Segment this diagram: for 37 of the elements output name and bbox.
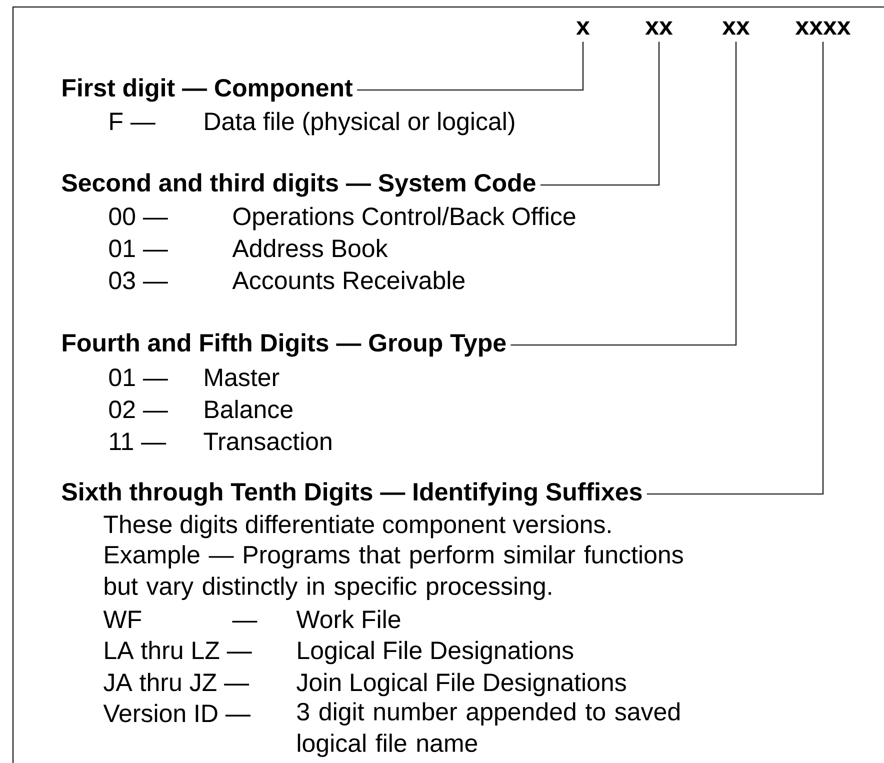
code-letters: xx bbox=[722, 21, 750, 35]
item-text: 11 — bbox=[110, 432, 166, 450]
code-letters: xx bbox=[645, 21, 673, 35]
item-text: 02 — bbox=[109, 400, 168, 418]
leader-line bbox=[357, 42, 584, 91]
section-heading: Second and third digits — System Code bbox=[62, 173, 536, 197]
item-text: JA thru JZ — bbox=[104, 672, 250, 692]
item-text: Logical File Designations bbox=[298, 640, 574, 664]
item-text: Join Logical File Designations bbox=[296, 672, 626, 696]
section-heading: First digit — Component bbox=[62, 78, 353, 102]
item-text: Address Book bbox=[232, 238, 388, 258]
leader-line bbox=[646, 42, 824, 495]
item-text: Accounts Receivable bbox=[232, 270, 464, 290]
section-heading: Fourth and Fifth Digits — Group Type bbox=[62, 333, 506, 357]
description-text: 3 digit number appended to saved logical file name bbox=[297, 702, 680, 757]
item-text: LA thru LZ — bbox=[105, 640, 252, 660]
code-letters: x bbox=[576, 21, 590, 35]
item-text: Version ID — bbox=[103, 704, 250, 722]
item-text: — bbox=[232, 620, 258, 622]
item-text: Work File bbox=[296, 610, 400, 628]
description-text: Example — Programs that perform similar functions but vary distinctly in specific processing. bbox=[104, 545, 683, 600]
leader-line bbox=[540, 42, 660, 186]
item-text: 01 — bbox=[109, 240, 168, 258]
item-text: 03 — bbox=[109, 272, 168, 290]
code-letters: xxxx bbox=[795, 21, 851, 35]
item-text: 01 — bbox=[109, 368, 168, 386]
item-text: Data file (physical or logical) bbox=[205, 112, 514, 136]
item-text: F — bbox=[110, 112, 156, 130]
item-text: These digits differentiate component versions. bbox=[104, 514, 610, 538]
item-text: WF bbox=[103, 610, 142, 628]
item-text: Transaction bbox=[204, 432, 332, 450]
item-text: Master bbox=[205, 368, 280, 386]
item-text: Operations Control/Back Office bbox=[233, 206, 576, 230]
section-heading: Sixth through Tenth Digits — Identifying Suffixes bbox=[62, 482, 642, 506]
item-text: Balance bbox=[205, 400, 292, 418]
leader-line bbox=[510, 42, 737, 346]
item-text: 00 — bbox=[109, 208, 168, 226]
